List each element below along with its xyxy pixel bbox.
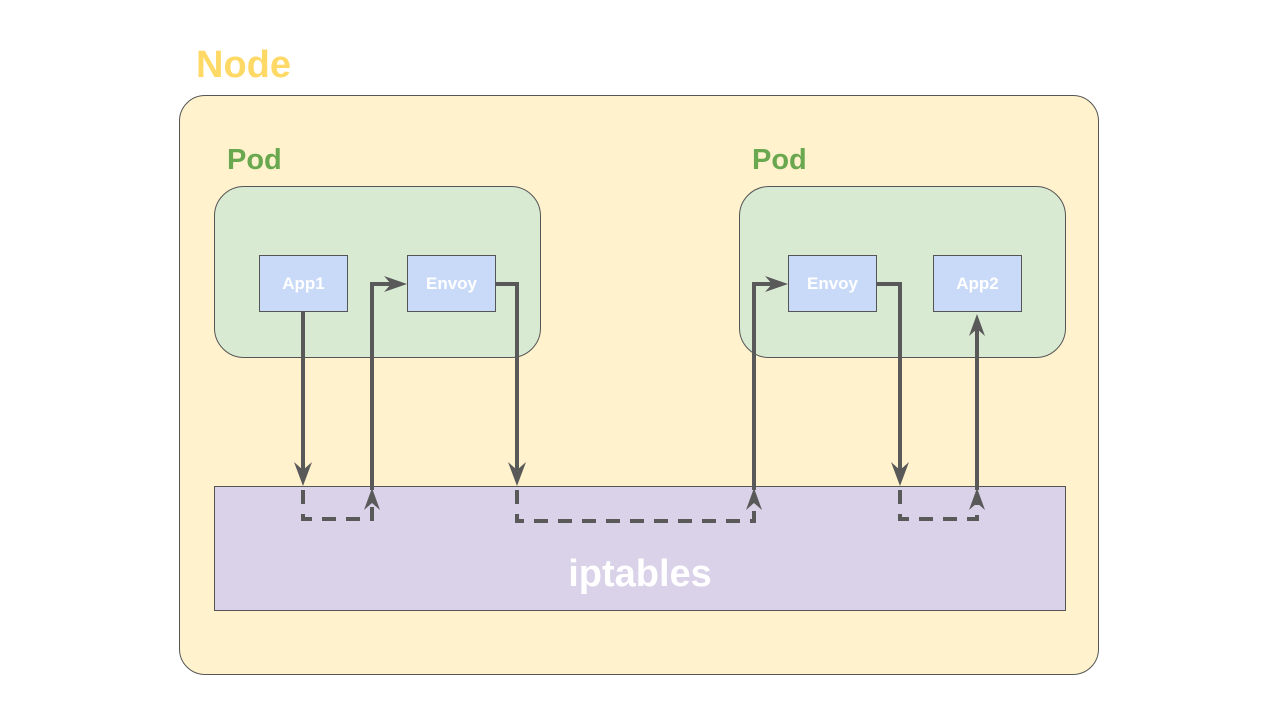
flow-envoy1-up	[370, 282, 398, 490]
arrowhead-up-icon	[746, 488, 762, 510]
arrowhead-up-icon	[364, 488, 380, 510]
iptables-box: iptables	[214, 486, 1066, 611]
dashed-path-3	[898, 490, 979, 521]
pod2-label: Pod	[752, 144, 807, 176]
iptables-label: iptables	[568, 553, 712, 595]
arrowhead-down-icon	[294, 462, 312, 486]
flow-envoy1-down	[496, 282, 519, 476]
arrowhead-up-icon	[969, 314, 985, 336]
arrowhead-right-icon	[765, 276, 788, 292]
arrowhead-up-icon	[969, 488, 985, 510]
dashed-path-2	[515, 490, 756, 523]
envoy2-box: Envoy	[788, 255, 877, 312]
envoy1-box: Envoy	[407, 255, 496, 312]
flow-envoy2-up	[752, 282, 780, 490]
app2-box: App2	[933, 255, 1022, 312]
dashed-path-1	[301, 490, 374, 521]
pod1-label: Pod	[227, 144, 282, 176]
arrowhead-down-icon	[891, 462, 909, 486]
arrowhead-right-icon	[384, 276, 407, 292]
flow-envoy2-down	[877, 282, 902, 476]
node-label: Node	[196, 44, 291, 86]
app1-box: App1	[259, 255, 348, 312]
arrowhead-down-icon	[508, 462, 526, 486]
